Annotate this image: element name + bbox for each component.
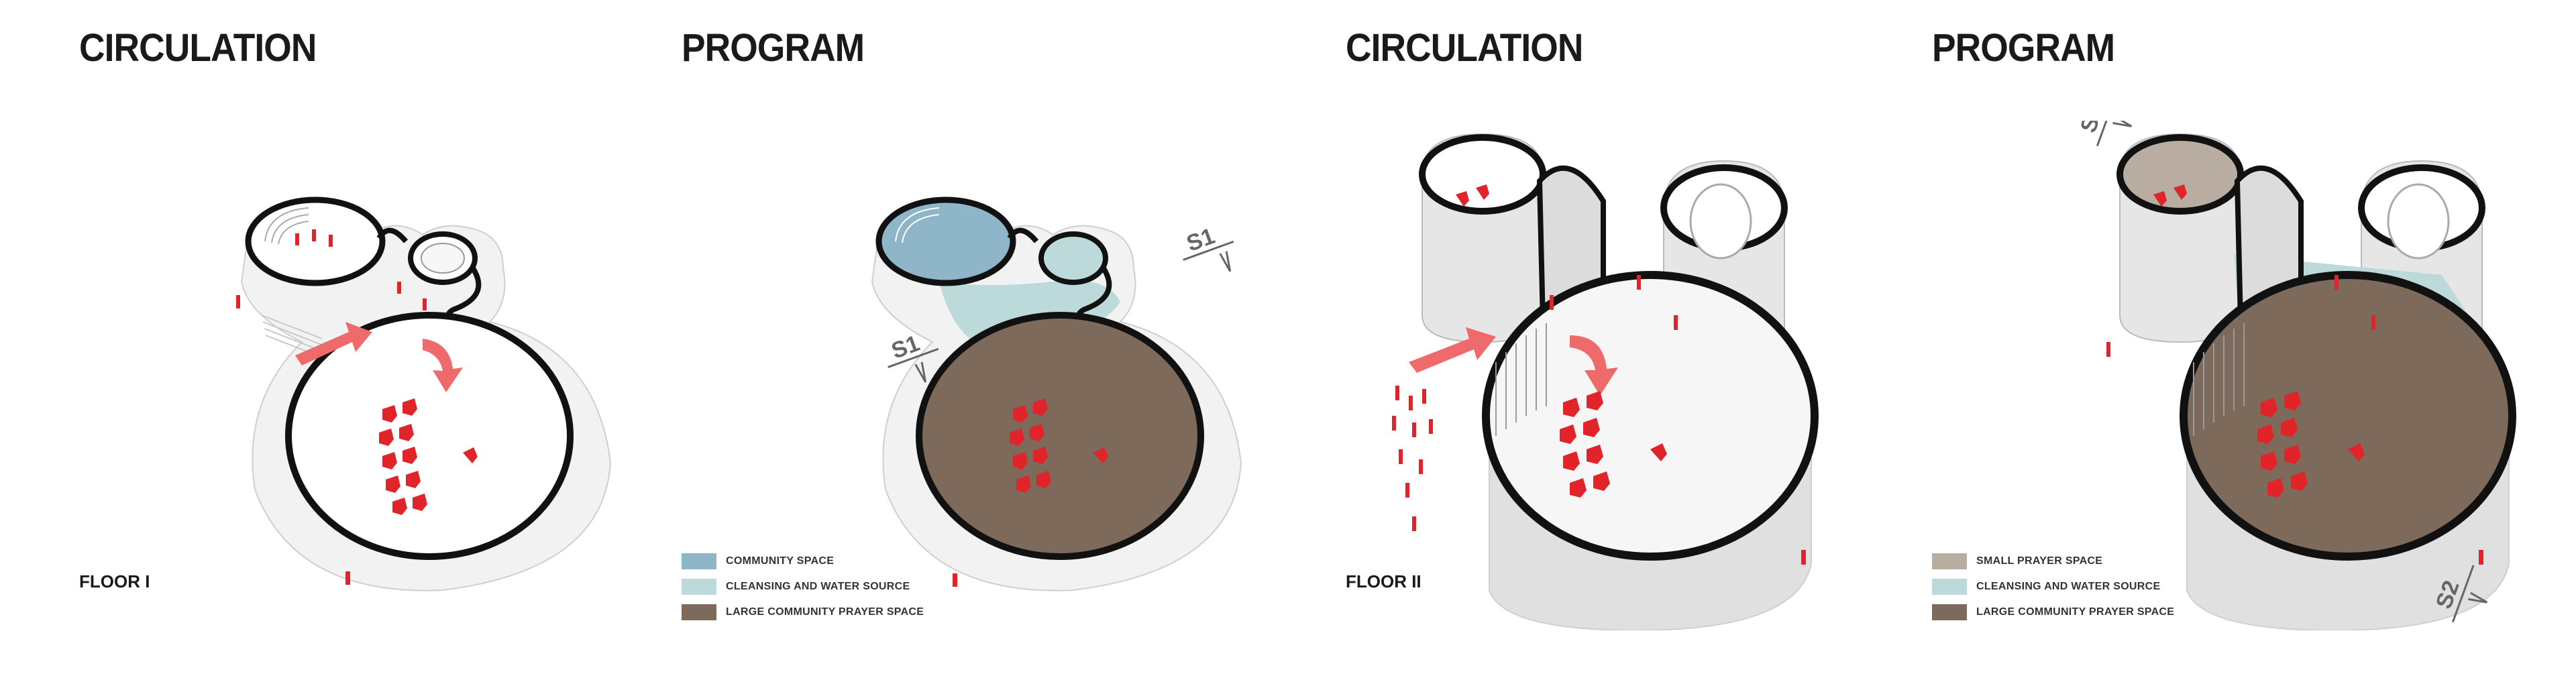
turn-arrow (423, 339, 463, 392)
arrow-icon (2468, 591, 2488, 604)
worshipper-figures (379, 398, 478, 515)
floor-2-program-axon: S2 S2 (2076, 121, 2516, 630)
arrow-icon (2112, 121, 2133, 127)
legend-label: CLEANSING AND WATER SOURCE (726, 581, 910, 592)
standing-figures (236, 229, 427, 585)
arrow-icon (914, 361, 927, 383)
large-prayer-space (2180, 271, 2516, 561)
panel-4-title: PROGRAM (1932, 26, 2115, 70)
legend-swatch-large-prayer (682, 604, 716, 620)
water-tower (1038, 231, 1108, 285)
worshipper-figures (1456, 184, 1667, 498)
water-tower-column (1689, 183, 1752, 260)
community-space (875, 196, 1016, 286)
section-mark-s1-right: S1 (1183, 223, 1234, 272)
legend-label: LARGE COMMUNITY PRAYER SPACE (726, 606, 924, 618)
legend-floor-2: SMALL PRAYER SPACE CLEANSING AND WATER S… (1932, 549, 2174, 625)
legend-floor-1: COMMUNITY SPACE CLEANSING AND WATER SOUR… (682, 549, 924, 625)
screen-wall (1495, 323, 1547, 436)
legend-label: SMALL PRAYER SPACE (1976, 555, 2103, 567)
stair-icon (895, 207, 940, 243)
small-prayer-space (2116, 134, 2244, 215)
legend-item: CLEANSING AND WATER SOURCE (682, 574, 924, 600)
screen-wall (2193, 323, 2245, 436)
floor-1-label: FLOOR I (79, 571, 150, 591)
panel-2-title: PROGRAM (682, 26, 865, 70)
legend-item: SMALL PRAYER SPACE (1932, 549, 2174, 574)
connecting-wall (376, 227, 409, 243)
panel-3-title: CIRCULATION (1346, 26, 1583, 70)
panel-1-title: CIRCULATION (79, 26, 317, 70)
legend-label: LARGE COMMUNITY PRAYER SPACE (1976, 606, 2175, 618)
arrow-icon (1219, 251, 1232, 272)
standing-figure (953, 573, 957, 587)
legend-label: CLEANSING AND WATER SOURCE (1976, 581, 2161, 592)
legend-swatch-cleansing (682, 579, 716, 595)
large-prayer-hall (285, 312, 574, 560)
legend-item: CLEANSING AND WATER SOURCE (1932, 574, 2174, 600)
entry-arrow (1409, 327, 1496, 373)
legend-item: COMMUNITY SPACE (682, 549, 924, 574)
standing-figures (2106, 275, 2483, 565)
left-tower-top (1419, 134, 1546, 215)
worshipper-figures (1010, 398, 1108, 493)
large-prayer-space (916, 312, 1204, 560)
legend-swatch-small-prayer (1932, 553, 1967, 569)
floor-1-circulation-plan (236, 196, 612, 591)
floor-2-circulation-axon (1392, 133, 1819, 630)
legend-label: COMMUNITY SPACE (726, 555, 835, 567)
legend-swatch-cleansing (1932, 579, 1967, 595)
water-basin (421, 243, 465, 274)
legend-swatch-large-prayer (1932, 604, 1967, 620)
turn-arrow (1570, 335, 1618, 396)
legend-swatch-community (682, 553, 716, 569)
entry-arrow (295, 322, 372, 365)
floor-1-program-plan: S1 S1 (871, 196, 1242, 591)
legend-item: LARGE COMMUNITY PRAYER SPACE (1932, 600, 2174, 625)
large-prayer-hall (1482, 271, 1819, 561)
stair-icon (264, 207, 309, 245)
water-tower-column (2387, 183, 2450, 260)
legend-item: LARGE COMMUNITY PRAYER SPACE (682, 600, 924, 625)
standing-figures (1392, 275, 1806, 565)
connecting-wall (1007, 227, 1039, 243)
section-label: S1 (1183, 223, 1218, 257)
floor-2-label: FLOOR II (1346, 571, 1421, 591)
worshipper-figures (2153, 184, 2365, 498)
